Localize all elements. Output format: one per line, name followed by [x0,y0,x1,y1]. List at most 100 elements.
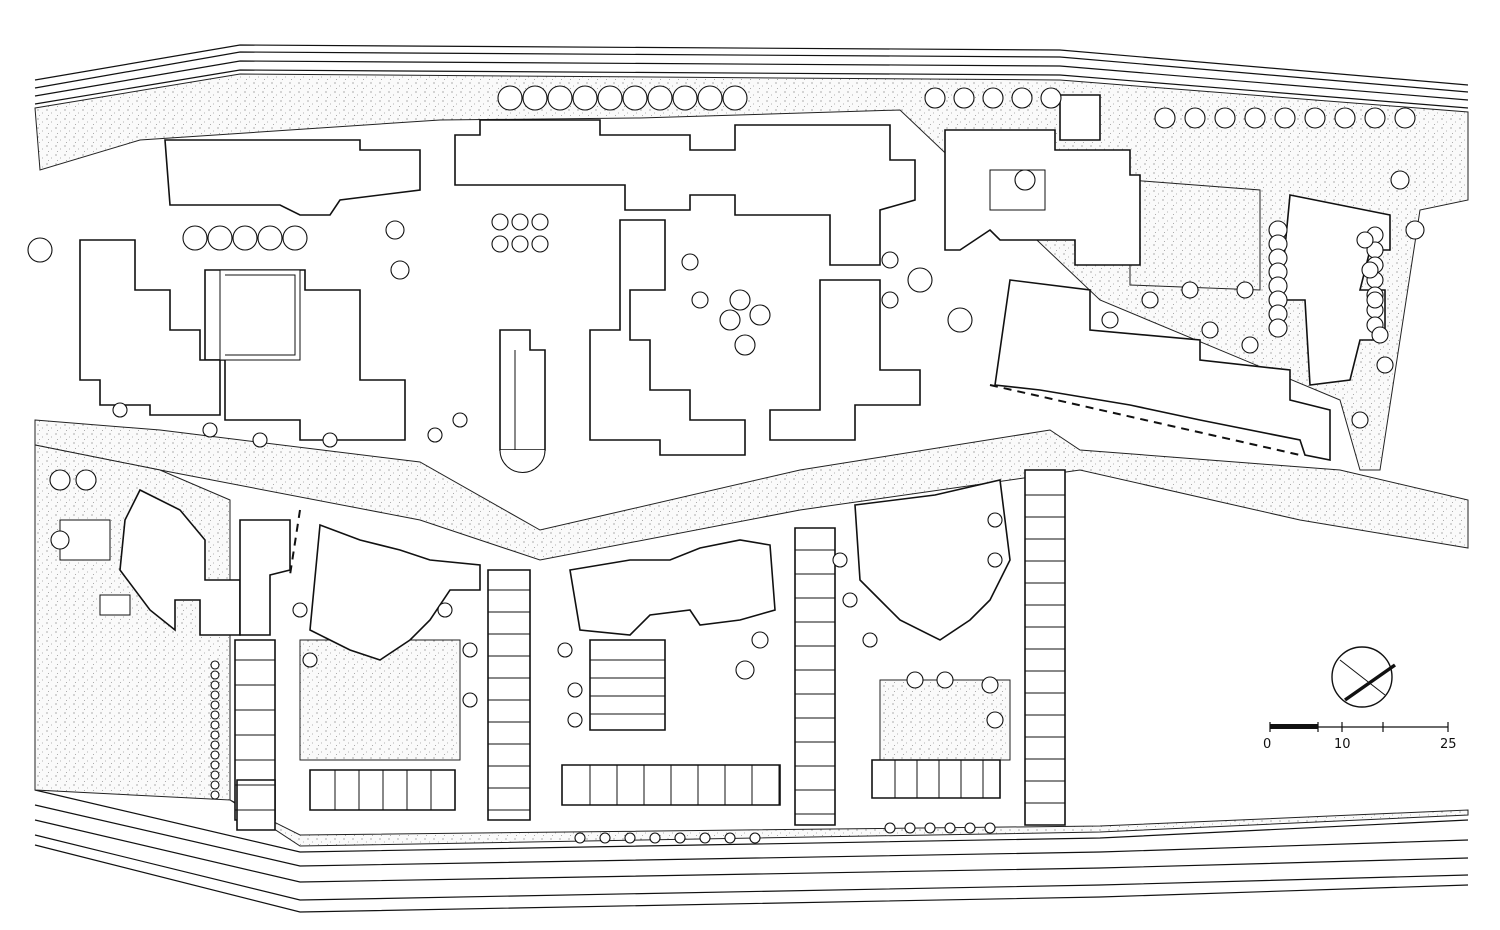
scale-label-25: 25 [1440,737,1457,752]
tree [210,700,220,710]
scale-label-0: 0 [1263,737,1271,752]
tree [1371,326,1389,344]
tree [567,712,583,728]
trees [27,85,1425,844]
tree [1241,336,1259,354]
tree [547,85,573,111]
tree [981,676,999,694]
tree [681,253,699,271]
tree [210,720,220,730]
tree [735,660,755,680]
tree [1405,220,1425,240]
tree [904,822,916,834]
courtyard-c [1129,179,1261,291]
tree [27,237,53,263]
tree [674,832,686,844]
courtyard-b [879,679,1011,761]
tree [1361,261,1379,279]
tree [1181,281,1199,299]
tree [292,602,308,618]
tree [881,291,899,309]
tree [1201,321,1219,339]
tree [207,225,233,251]
tree [842,592,858,608]
tree [75,469,97,491]
tree [987,512,1003,528]
tree [697,85,723,111]
tree [1334,107,1356,129]
south-road [34,789,1469,913]
tree [210,740,220,750]
dashed-boundary [289,384,1301,576]
tree [427,427,443,443]
tree [924,87,946,109]
tree [924,822,936,834]
tree [947,307,973,333]
tree [232,225,258,251]
unit-partitions [235,494,1065,815]
tree [497,85,523,111]
tree [49,469,71,491]
tree [567,682,583,698]
tree [257,225,283,251]
tree [986,711,1004,729]
tree [452,412,468,428]
tree [749,832,761,844]
tree [832,552,848,568]
tree [719,309,741,331]
tree [210,670,220,680]
tree [182,225,208,251]
tree [557,642,573,658]
tree [751,631,769,649]
tree [734,334,756,356]
tree [322,432,338,448]
central-promenade [34,419,1469,561]
tree [622,85,648,111]
tree [210,690,220,700]
scale-label-10: 10 [1334,737,1351,752]
tree [862,632,878,648]
building-nw [79,139,421,441]
tree [210,730,220,740]
tree [1141,291,1159,309]
tree [906,671,924,689]
south-strip [229,799,1469,847]
tree [1376,356,1394,374]
tree [210,770,220,780]
tree [724,832,736,844]
tree [884,822,896,834]
tree [729,289,751,311]
tree [531,213,549,231]
tree [252,432,268,448]
tree [462,692,478,708]
tree [722,85,748,111]
tree [1154,107,1176,129]
tree [599,832,611,844]
tree [944,822,956,834]
tree [1244,107,1266,129]
tree [982,87,1004,109]
tree [572,85,598,111]
tree [672,85,698,111]
tree [1351,411,1369,429]
tree [1040,87,1062,109]
tree [1274,107,1296,129]
tree [210,710,220,720]
north-road [34,44,1469,109]
row-houses [236,469,1066,831]
tree [749,304,771,326]
tree [531,235,549,253]
tree [1011,87,1033,109]
tree [649,832,661,844]
tree [574,832,586,844]
tree [112,402,128,418]
tree [597,85,623,111]
tree [522,85,548,111]
building-north-central [454,119,921,473]
tree [491,235,509,253]
tree [699,832,711,844]
tree [210,760,220,770]
tree [1390,170,1410,190]
tree [511,235,529,253]
